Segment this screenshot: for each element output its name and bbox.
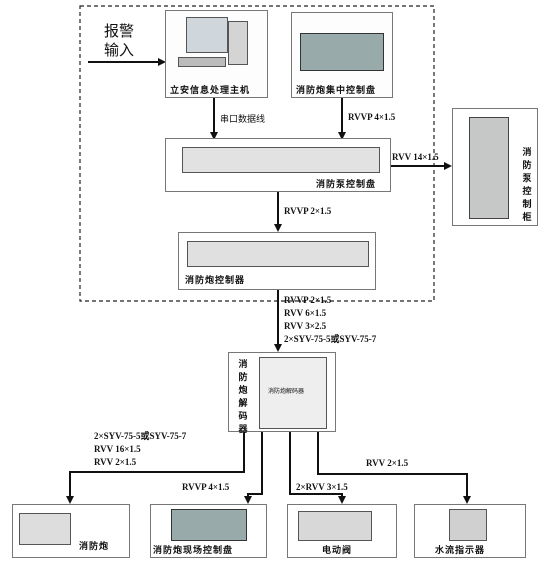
- decoder-to-cannon-line: [69, 416, 245, 500]
- monitor-image: [186, 17, 228, 53]
- pump-cabinet-cable-label: RVV 14×1.5: [392, 152, 439, 162]
- fire-cannon: 消防炮: [12, 504, 130, 558]
- tower-image: [228, 21, 248, 65]
- field-panel-label: 消防炮现场控制盘: [153, 546, 234, 556]
- decoder-cannon-cables: 2×SYV-75-5或SYV-75-7 RVV 16×1.5 RVV 2×1.5: [94, 430, 186, 469]
- serial-cable-label: 串口数据线: [220, 115, 266, 125]
- pump-ctrl-cable-label: RVVP 2×1.5: [284, 206, 332, 216]
- cable-line: RVV 6×1.5: [284, 308, 327, 318]
- cable-line: RVVP 2×1.5: [284, 295, 332, 305]
- cannon-image: [19, 513, 71, 545]
- cable-line: 2×SYV-75-5或SYV-75-7: [284, 334, 377, 344]
- control-room-boundary: [79, 5, 435, 302]
- decoder-to-flow-line: [317, 430, 468, 500]
- decoder-flow-cable-label: RVV 2×1.5: [366, 458, 409, 468]
- decoder-field-cable-label: RVVP 4×1.5: [182, 482, 230, 492]
- valve-label: 电动阀: [322, 546, 353, 556]
- cable-line: RVV 3×2.5: [284, 321, 327, 331]
- host-computer: 立安信息处理主机: [165, 10, 268, 98]
- center-panel-label: 消防炮集中控制盘: [296, 86, 377, 96]
- cable-line: RVV 16×1.5: [94, 444, 141, 454]
- pump-cabinet-label: 消防泵控制柜: [522, 148, 532, 223]
- controller-image: [187, 241, 369, 267]
- electric-valve: 电动阀: [287, 504, 397, 558]
- flow-label: 水流指示器: [435, 546, 486, 556]
- panel-image: [300, 33, 384, 71]
- field-control-panel: 消防炮现场控制盘: [150, 504, 267, 558]
- keyboard-image: [178, 57, 226, 67]
- pump-panel-label: 消防泵控制盘: [316, 180, 377, 190]
- cannon-controller: 消防炮控制器: [178, 232, 376, 290]
- decoder-to-field-line: [247, 430, 263, 500]
- cable-line: 2×SYV-75-5或SYV-75-7: [94, 431, 187, 441]
- decoder-box-image: 消防炮解码器: [259, 357, 327, 429]
- cannon-label: 消防炮: [79, 542, 110, 552]
- field-panel-image: [171, 509, 247, 541]
- alarm-input-label: 报警 输入: [104, 22, 135, 59]
- pump-control-cabinet: 消防泵控制柜: [452, 108, 538, 226]
- cannon-ctrl-label: 消防炮控制器: [185, 276, 246, 286]
- flow-image: [449, 509, 487, 541]
- cannon-decoder: 消防炮解码器 消防炮解码器: [228, 352, 336, 435]
- center-control-panel: 消防炮集中控制盘: [291, 12, 393, 98]
- host-label: 立安信息处理主机: [170, 86, 251, 96]
- cable-line: RVV 2×1.5: [94, 457, 137, 467]
- ctrl-decoder-cables: RVVP 2×1.5 RVV 6×1.5 RVV 3×2.5 2×SYV-75-…: [284, 294, 376, 346]
- decoder-label: 消防炮解码器: [238, 360, 248, 435]
- valve-image: [298, 511, 372, 541]
- center-pump-cable-label: RVVP 4×1.5: [348, 112, 396, 122]
- cabinet-image: [469, 117, 509, 219]
- decoder-screen-text: 消防炮解码器: [268, 388, 305, 395]
- pump-control-panel: 消防泵控制盘: [165, 138, 391, 192]
- decoder-valve-cable-label: 2×RVV 3×1.5: [296, 482, 348, 492]
- flow-indicator: 水流指示器: [414, 504, 526, 558]
- rack-unit-image: [182, 147, 380, 173]
